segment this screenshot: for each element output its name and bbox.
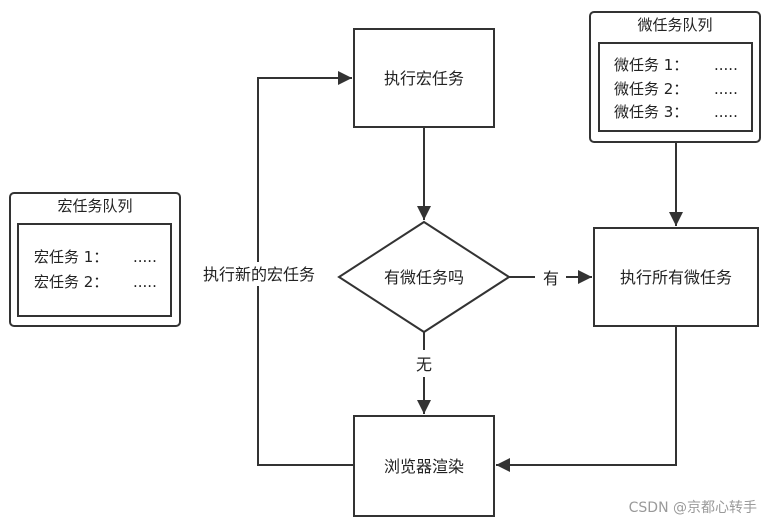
edge-no-label: 无 [416, 355, 432, 374]
node-has-micro-task-label: 有微任务吗 [384, 268, 464, 287]
node-has-micro-task-decision: 有微任务吗 [337, 220, 511, 334]
macro-queue-item-value: ..... [133, 248, 157, 266]
node-browser-render-label: 浏览器渲染 [384, 457, 464, 476]
node-exec-macro-task-label: 执行宏任务 [384, 69, 464, 88]
micro-queue-item-label: 微任务 2： [614, 80, 688, 98]
micro-queue-item-value: ..... [714, 80, 738, 98]
macro-queue-title: 宏任务队列 [57, 197, 132, 215]
macro-queue-item-value: ..... [133, 273, 157, 291]
node-exec-all-micro-tasks-label: 执行所有微任务 [620, 268, 732, 287]
micro-queue-item-label: 微任务 1： [614, 56, 688, 74]
edge-micro-to-render [496, 326, 677, 472]
micro-queue-item-label: 微任务 3： [614, 103, 688, 121]
macro-task-queue: 宏任务队列 宏任务 1： ..... 宏任务 2： ..... [9, 192, 181, 327]
macro-queue-item-label: 宏任务 1： [34, 248, 108, 266]
micro-queue-item-value: ..... [714, 103, 738, 121]
node-exec-macro-task: 执行宏任务 [353, 28, 495, 128]
micro-queue-item-value: ..... [714, 56, 738, 74]
node-browser-render: 浏览器渲染 [353, 415, 495, 517]
watermark: CSDN @京都心转手 [629, 500, 757, 516]
macro-queue-item-label: 宏任务 2： [34, 273, 108, 291]
edge-yes-label: 有 [543, 269, 559, 288]
node-exec-all-micro-tasks: 执行所有微任务 [593, 227, 759, 327]
micro-task-queue: 微任务队列 微任务 1： ..... 微任务 2： ..... 微任务 3： .… [589, 11, 761, 143]
edge-loop-label: 执行新的宏任务 [203, 265, 315, 284]
loop-label-backdrop [192, 262, 326, 286]
micro-queue-title: 微任务队列 [637, 16, 712, 34]
